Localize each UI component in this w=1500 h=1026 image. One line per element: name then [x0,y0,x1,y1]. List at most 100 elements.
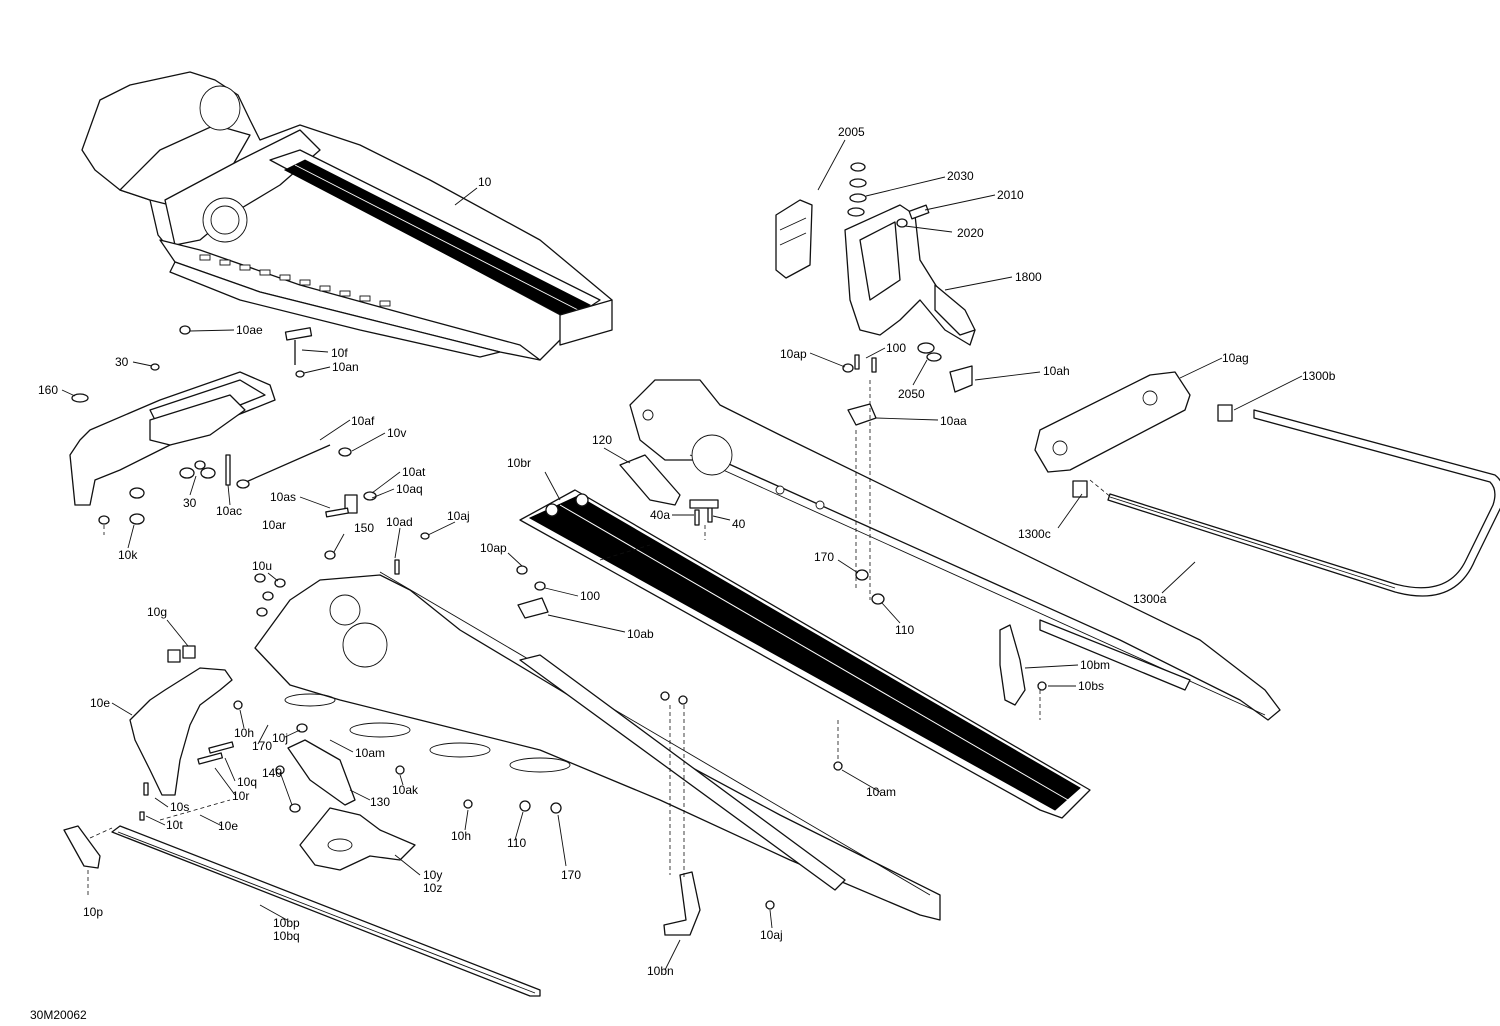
callout-10ad: 10ad [386,515,413,529]
callout-10bn: 10bn [647,964,674,978]
callout-10ae: 10ae [236,323,263,337]
part-10e-mount [129,667,233,796]
callout-10u: 10u [252,559,272,573]
left-side-rail [254,571,941,921]
callout-10e-lower: 10e [218,819,238,833]
right-side-rail [629,379,1281,721]
callout-10br: 10br [507,456,531,470]
part-10br-running-board [519,489,1091,819]
callout-10h-lower: 10h [451,829,471,843]
callout-10e: 10e [90,696,110,710]
small-fasteners [139,532,1047,910]
callout-170-left: 170 [252,739,272,753]
part-10bn-bracket [663,871,701,936]
callout-10t: 10t [166,818,183,832]
callout-10at: 10at [402,465,426,479]
callout-10ag: 10ag [1222,351,1249,365]
part-10ah-bracket [949,365,973,393]
part-10-chassis-frame [81,71,613,361]
callout-10g: 10g [147,605,167,619]
callout-10am-right: 10am [866,785,896,799]
callout-40a: 40a [650,508,670,522]
callout-10aj-lower: 10aj [760,928,783,942]
callout-100: 100 [886,341,906,355]
part-10ag-rear-bracket [1034,371,1191,473]
callout-10h: 10h [234,726,254,740]
frame-slots [199,254,391,307]
hardware-2030-2010-2020 [847,162,930,228]
callout-10ac: 10ac [216,504,242,518]
callout-10an: 10an [332,360,359,374]
part-10p-bracket [63,825,101,869]
hardware-100-2050 [842,342,942,373]
part-10bp-slide [111,825,541,997]
callout-10bs: 10bs [1078,679,1104,693]
callout-2030: 2030 [947,169,974,183]
callout-160: 160 [38,383,58,397]
front-panel-assembly [69,325,377,525]
callout-10: 10 [478,175,492,189]
callout-170-lower: 170 [561,868,581,882]
callout-10y: 10y [423,868,442,882]
callout-10am: 10am [355,746,385,760]
callout-10bp: 10bp [273,916,300,930]
diagram-code: 30M20062 [30,1008,87,1022]
part-40-hardware [689,499,719,526]
callout-170: 170 [814,550,834,564]
callout-10af: 10af [351,414,375,428]
part-120-step [619,454,681,506]
callout-130: 130 [370,795,390,809]
callout-10j: 10j [272,731,288,745]
callout-10ap: 10ap [780,347,807,361]
callout-10f: 10f [331,346,348,360]
part-10g-clip [167,645,196,663]
assembly-dashed-lines [87,380,1113,895]
callout-150: 150 [354,521,374,535]
part-2005-panel [775,199,813,279]
part-10bm-bracket [999,624,1026,706]
callout-10ah: 10ah [1043,364,1070,378]
callout-10aq: 10aq [396,482,423,496]
callout-10k: 10k [118,548,138,562]
callout-30: 30 [115,355,129,369]
callout-10aa: 10aa [940,414,967,428]
callout-100-lower: 100 [580,589,600,603]
callout-1800: 1800 [1015,270,1042,284]
callout-10bq: 10bq [273,929,300,943]
callout-2005: 2005 [838,125,865,139]
callout-10bm: 10bm [1080,658,1110,672]
part-10aa-bracket [847,403,877,426]
callout-120: 120 [592,433,612,447]
part-1300b-clip [1217,404,1233,422]
callout-110-lower: 110 [507,836,526,850]
callout-labels: 10 2005 2030 2010 2020 1800 10ae 10f 30 … [38,125,1336,978]
callout-110: 110 [895,623,914,637]
callout-1300a: 1300a [1133,592,1167,606]
part-10y-footrest [299,807,416,871]
callout-1300c: 1300c [1018,527,1051,541]
callout-2020: 2020 [957,226,984,240]
callout-10v: 10v [387,426,406,440]
callout-leader-lines [61,139,1303,971]
callout-30-lower: 30 [183,496,197,510]
callout-140: 140 [262,766,282,780]
callout-10r: 10r [232,789,249,803]
callout-10ak: 10ak [392,783,419,797]
callout-10z: 10z [423,881,442,895]
callout-10ab: 10ab [627,627,654,641]
callout-10p: 10p [83,905,103,919]
part-1300a-bumper [1107,409,1500,597]
callout-10as: 10as [270,490,296,504]
callout-10aj: 10aj [447,509,470,523]
part-130-step [287,739,356,806]
callout-10q: 10q [237,775,257,789]
callout-10ar: 10ar [262,518,286,532]
callout-2050: 2050 [898,387,925,401]
callout-2010: 2010 [997,188,1024,202]
callout-1300b: 1300b [1302,369,1336,383]
part-1300c-clip [1072,480,1088,498]
part-1800-bracket [844,204,976,346]
callout-40: 40 [732,517,746,531]
callout-10s: 10s [170,800,189,814]
